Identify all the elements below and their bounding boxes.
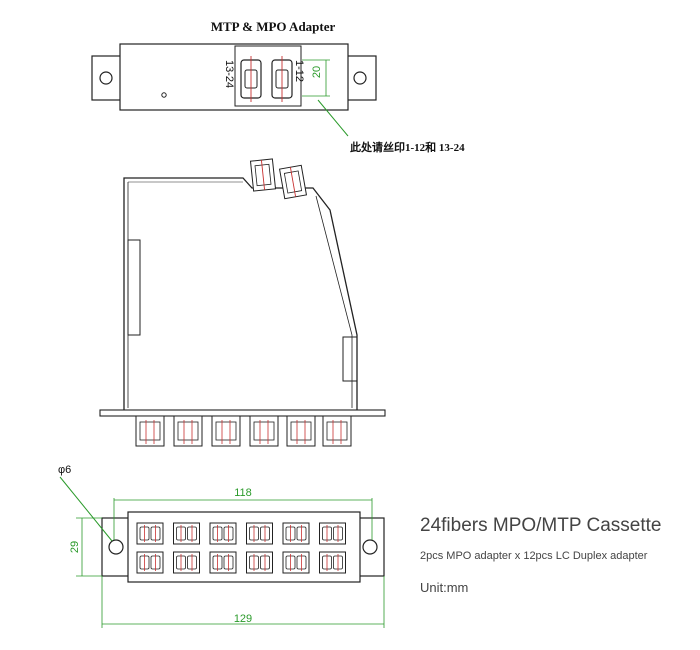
lc-duplex-adapter bbox=[246, 522, 273, 545]
mpo-window bbox=[234, 45, 302, 107]
lc-duplex-adapter bbox=[173, 551, 200, 574]
side-lc-adapters bbox=[135, 415, 352, 447]
lc-duplex-adapter bbox=[209, 522, 237, 545]
front-inner-width-dimension: 118 bbox=[113, 487, 373, 540]
mpo-adapter-left bbox=[240, 56, 262, 102]
lc-duplex-adapter bbox=[209, 551, 237, 574]
lc-duplex-adapter bbox=[282, 522, 310, 545]
side-view bbox=[99, 158, 386, 447]
top-adapter-body bbox=[119, 43, 349, 111]
right-mount-hole bbox=[353, 71, 367, 85]
front-overall-width-dimension: 129 bbox=[101, 576, 385, 628]
side-mpo-adapter-2 bbox=[278, 164, 308, 200]
lc-duplex-adapter bbox=[319, 522, 346, 545]
product-description: 2pcs MPO adapter x 12pcs LC Duplex adapt… bbox=[420, 550, 648, 562]
front-view: φ6 118 29 129 bbox=[58, 464, 385, 628]
unit-label: Unit:mm bbox=[420, 580, 469, 595]
note-leader-line bbox=[317, 99, 349, 137]
mpo-adapter-right bbox=[271, 56, 293, 102]
product-title: 24fibers MPO/MTP Cassette bbox=[420, 515, 662, 536]
front-height-dimension: 29 bbox=[69, 517, 102, 577]
top-dim-20: 20 bbox=[311, 66, 323, 78]
front-left-hole bbox=[108, 539, 124, 555]
side-mpo-adapter-1 bbox=[249, 158, 277, 192]
dim-129: 129 bbox=[234, 613, 252, 625]
small-pin bbox=[161, 92, 167, 98]
product-info-panel: 24fibers MPO/MTP Cassette 2pcs MPO adapt… bbox=[420, 515, 700, 595]
silkscreen-note: 此处请丝印1-12和 13-24 bbox=[350, 140, 465, 154]
hole-diameter-label: φ6 bbox=[58, 464, 71, 476]
top-view-title: MTP & MPO Adapter bbox=[211, 19, 336, 34]
lc-duplex-adapter-grid bbox=[136, 522, 346, 574]
top-height-dimension: 20 bbox=[302, 59, 330, 97]
lc-duplex-adapter bbox=[246, 551, 273, 574]
lc-duplex-adapter bbox=[319, 551, 346, 574]
lc-duplex-adapter bbox=[136, 551, 164, 574]
dim-29: 29 bbox=[69, 541, 81, 553]
hole-leader-line bbox=[59, 476, 113, 542]
left-mount-hole bbox=[99, 71, 113, 85]
front-right-hole bbox=[362, 539, 378, 555]
port-label-1-12: 1-12 bbox=[293, 60, 305, 82]
port-label-13-24: 13-24 bbox=[223, 60, 235, 88]
lc-duplex-adapter bbox=[136, 522, 164, 545]
dim-118: 118 bbox=[234, 487, 252, 499]
top-view: MTP & MPO Adapter 13-24 1-12 20 bbox=[91, 19, 377, 137]
lc-duplex-adapter bbox=[282, 551, 310, 574]
lc-duplex-adapter bbox=[173, 522, 200, 545]
